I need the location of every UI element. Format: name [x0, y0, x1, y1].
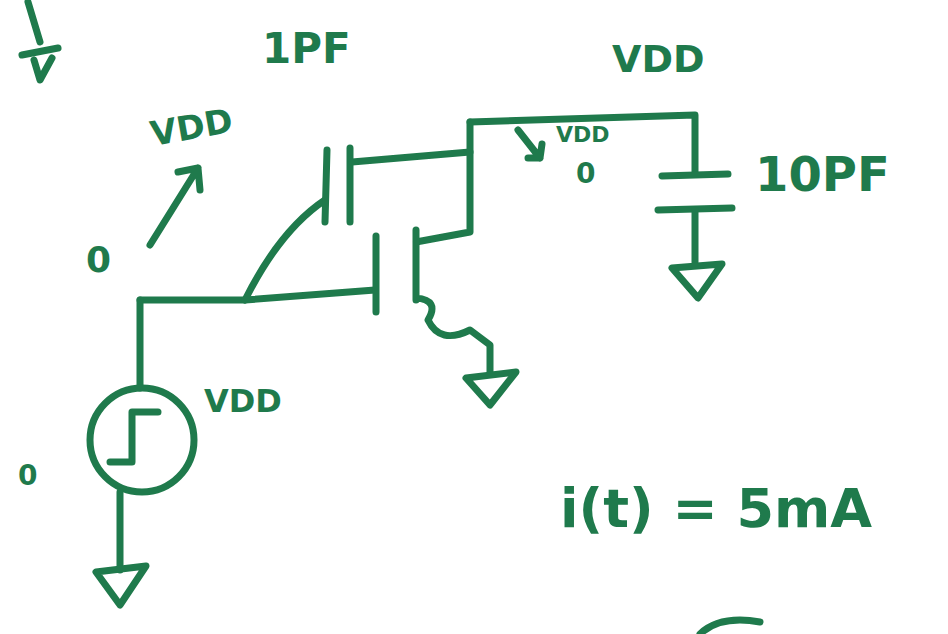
wire — [352, 152, 470, 162]
wire — [140, 290, 375, 300]
ground-symbol — [22, 2, 58, 80]
wire — [245, 200, 325, 300]
voltage-arrow — [518, 130, 542, 158]
mosfet-symbol — [416, 122, 490, 372]
capacitance-label: 1PF — [262, 28, 351, 70]
supply-label: VDD — [612, 40, 705, 78]
capacitor-symbol — [325, 148, 350, 222]
wire — [137, 300, 144, 388]
capacitor-symbol — [658, 174, 732, 210]
voltage-source — [90, 388, 194, 492]
mosfet-gate — [373, 236, 380, 312]
step-symbol — [110, 412, 158, 462]
wire — [692, 210, 699, 262]
voltage-label: 0 — [576, 160, 595, 188]
capacitance-label: 10PF — [755, 150, 890, 198]
voltage-label: VDD — [556, 124, 610, 146]
partial-stroke — [700, 620, 760, 634]
ground-symbol — [466, 372, 516, 405]
current-formula: i(t) = 5mA — [560, 482, 872, 536]
voltage-label: VDD — [148, 103, 235, 151]
voltage-label: 0 — [86, 242, 111, 278]
ground-symbol — [96, 566, 146, 605]
voltage-label: VDD — [204, 385, 282, 417]
ramp-arrow — [150, 168, 200, 245]
wire — [117, 492, 124, 570]
voltage-label: 0 — [18, 462, 37, 490]
ground-symbol — [672, 264, 722, 298]
